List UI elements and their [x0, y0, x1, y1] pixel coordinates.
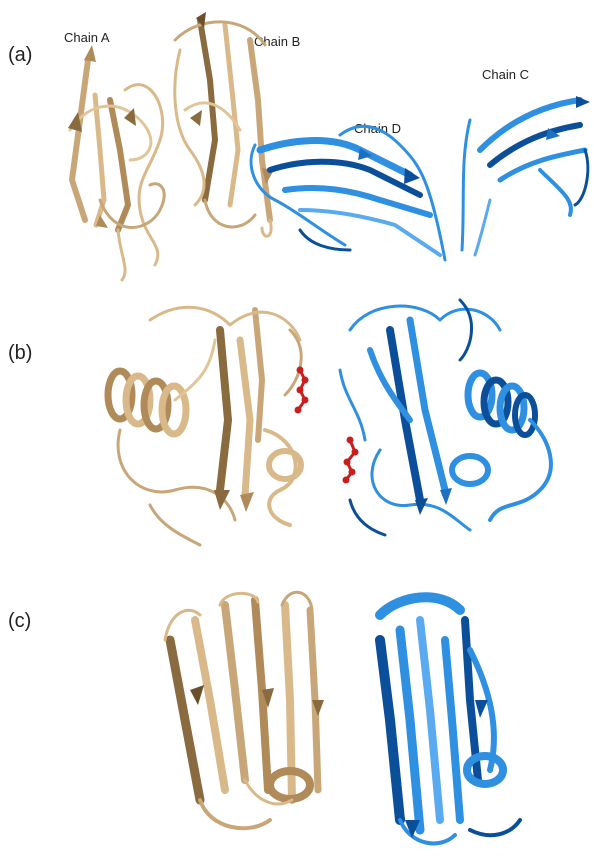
panel-b-blue-structure	[340, 300, 551, 535]
chain-d-structure	[251, 126, 445, 260]
chain-b-structure	[175, 12, 274, 236]
ligand-molecules	[295, 367, 359, 484]
panel-c-blue-structure	[380, 597, 520, 843]
panel-b-tan-structure	[108, 307, 301, 545]
chain-a-structure	[68, 45, 164, 280]
chain-c-structure	[462, 96, 590, 255]
panel-c-tan-structure	[165, 592, 324, 828]
